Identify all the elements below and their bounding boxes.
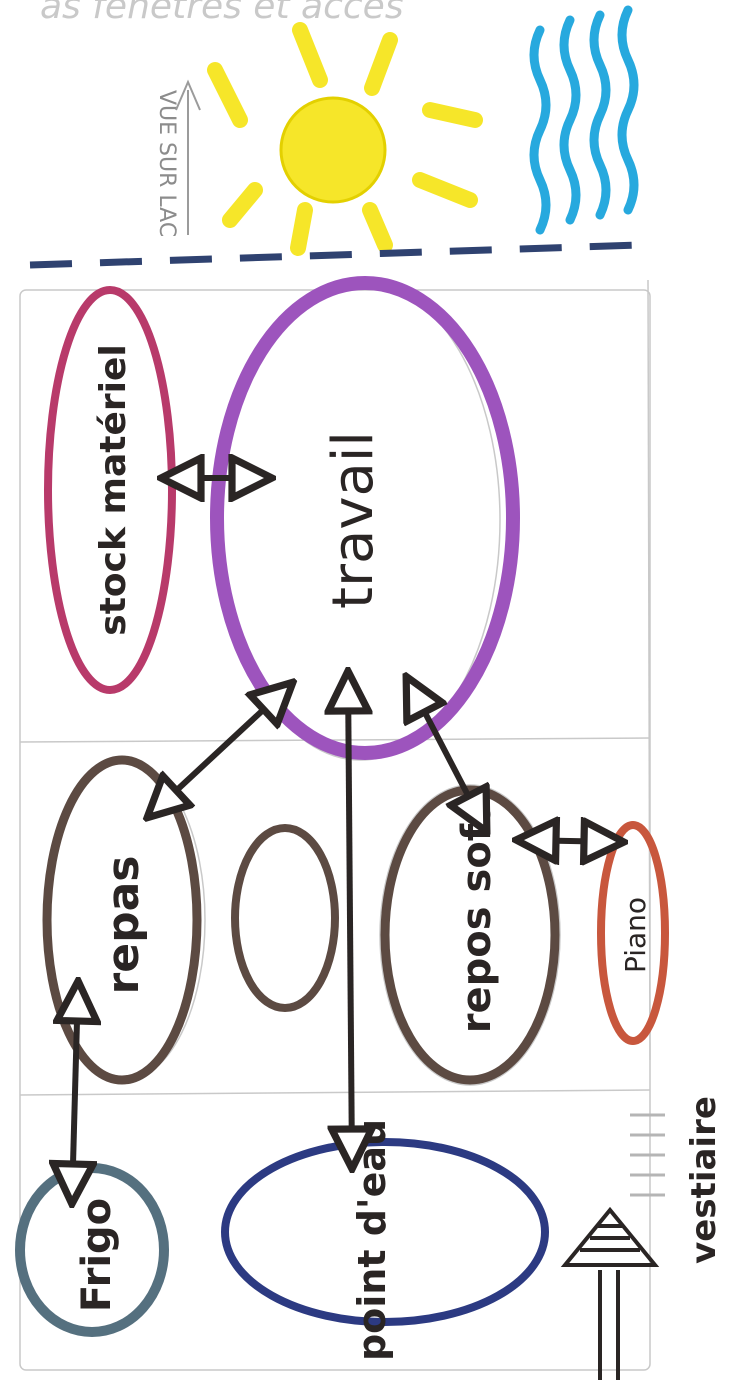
- stock-label: stock matériel: [93, 344, 134, 635]
- arrow-repas-frigo: [72, 985, 78, 1200]
- water-icon: [529, 5, 639, 235]
- zone-vestiaire: vestiaire: [560, 1096, 724, 1380]
- piano-label: Piano: [619, 897, 652, 973]
- window-line: [29, 241, 641, 269]
- arrow-up-icon: [175, 79, 201, 235]
- top-note: as fenêtres et accès: [40, 0, 404, 27]
- zone-frigo: Frigo: [15, 1163, 169, 1337]
- repos-label: repos sofa: [454, 797, 500, 1033]
- lake-view-label: VUE SUR LAC: [154, 90, 179, 237]
- zone-travail: travail: [210, 276, 520, 760]
- arrow-travail-repos: [408, 680, 485, 828]
- zone-stock-materiel: stock matériel: [44, 286, 176, 694]
- travail-label: travail: [321, 431, 386, 609]
- frigo-label: Frigo: [74, 1198, 120, 1312]
- point-eau-label: point d'eau: [350, 1119, 394, 1361]
- vestiaire-label: vestiaire: [684, 1096, 724, 1264]
- zone-repas: repas: [42, 755, 202, 1085]
- flow-arrows: [72, 478, 620, 1200]
- arrow-repos-piano: [520, 840, 620, 842]
- repas-label: repas: [98, 856, 149, 995]
- arrow-travail-repas: [150, 685, 290, 815]
- entrance-arrow-icon: [560, 1206, 660, 1380]
- arrow-travail-point-eau: [348, 675, 352, 1165]
- sun-icon: [207, 22, 483, 256]
- zone-table: [231, 824, 339, 1012]
- zone-repos-sofa: repos sofa: [380, 785, 560, 1085]
- zone-point-eau: point d'eau: [221, 1119, 549, 1361]
- zone-piano: Piano: [597, 821, 669, 1045]
